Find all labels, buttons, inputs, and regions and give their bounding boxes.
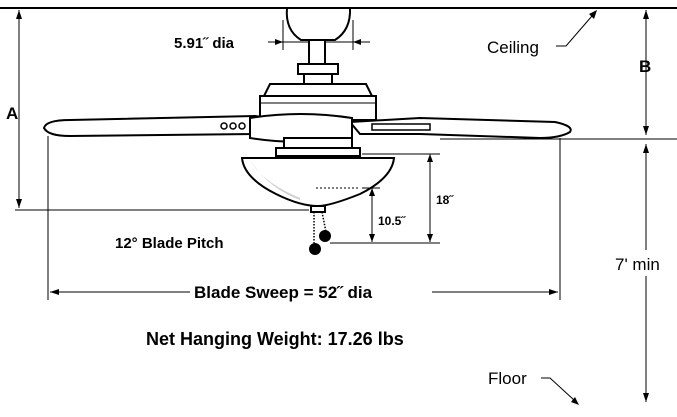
blade-sweep-label: Blade Sweep = 52˝ dia [194,283,373,302]
motor-top [262,83,374,97]
floor-leader [541,377,575,401]
pull-chain-fob-right [319,230,331,242]
sweep-label-bg [190,280,432,302]
sweep-arrow-right [549,289,558,295]
light-bowl [240,157,396,208]
ceiling-label: Ceiling [487,38,539,57]
dim-18-arrow-top [427,154,433,162]
downrod-collar [297,63,339,75]
floor-label: Floor [488,369,527,388]
downrod [308,39,326,65]
ceiling-leader-arrow [589,10,597,19]
blade-right [347,116,572,140]
sweep-arrow-left [50,289,59,295]
blade-screw-1 [220,122,228,130]
dim-10-5-label: 10.5˝ [378,214,406,228]
blade-pitch-label: 12° Blade Pitch [115,235,224,252]
light-bowl-shade [250,160,300,200]
dim-b-arrow-top [643,10,649,19]
net-weight-label: Net Hanging Weight: 17.26 lbs [146,329,404,349]
dim-a-label: A [6,104,18,123]
pull-chain-fob-left [309,243,321,255]
canopy-dia-label: 5.91˝ dia [174,35,235,52]
dim-b-label: B [639,57,651,76]
dim-a-arrow-top [16,10,22,19]
dim-18-arrow-bottom [427,234,433,242]
downrod-coupler [303,73,333,85]
motor-bottom [283,137,353,149]
dim-10-5-arrow-bottom [369,234,375,242]
dim-10-5-arrow-top [369,188,375,196]
blade-screw-3 [238,122,246,130]
dim-7min-label-bg [612,250,676,276]
canopy-dia-arrow-left [275,39,283,45]
canopy [285,7,352,41]
blade-left [42,114,289,138]
finial [310,205,326,213]
switch-housing [275,147,361,157]
dim-7min-arrow-top [643,144,649,153]
dim-b-arrow-bottom [643,126,649,135]
ceiling-leader [556,15,593,47]
dim-7min-arrow-bottom [643,393,649,402]
floor-leader-arrow [571,397,579,405]
pull-chain-right [321,211,327,233]
blade-iron [371,123,431,131]
canopy-dia-arrow-right [353,39,361,45]
blade-screw-2 [229,122,237,130]
dim-18-label: 18˝ [436,193,454,207]
dim-a-arrow-bottom [16,199,22,208]
dim-7min-label: 7' min [615,255,660,274]
